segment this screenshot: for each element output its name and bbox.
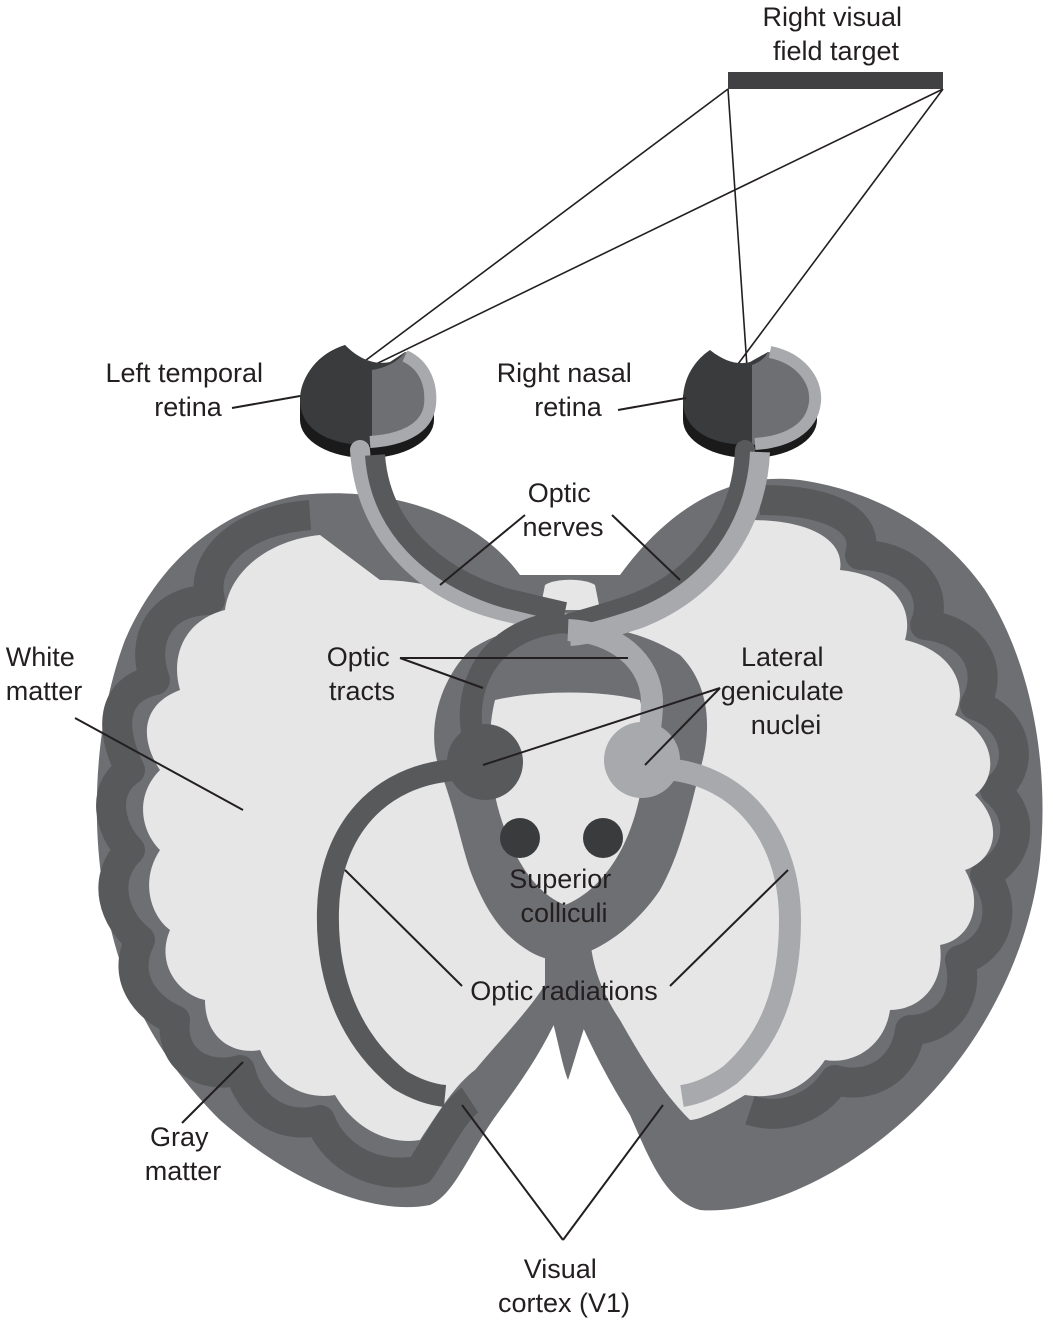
left-eye [300, 345, 437, 458]
label-right-nasal-retina: Right nasal retina [497, 358, 640, 422]
left-lgn [447, 724, 523, 800]
left-optic-radiation [316, 759, 456, 1107]
gray-matter-band-right [745, 485, 1031, 1129]
label-visual-cortex: Visual cortex (V1) [498, 1254, 630, 1318]
label-lateral-geniculate-nuclei: Lateral geniculate nuclei [721, 642, 852, 740]
right-lgn [604, 722, 680, 798]
label-target: Right visual field target [762, 2, 909, 66]
label-superior-colliculi: Superior colliculi [509, 864, 619, 928]
left-nerve-dark [365, 454, 568, 622]
gray-matter-band [96, 500, 480, 1188]
left-superior-colliculus [500, 818, 540, 858]
label-optic-nerves: Optic nerves [522, 478, 603, 542]
visual-field-target-bar [728, 72, 943, 89]
right-eye [683, 346, 822, 458]
optic-pathways [316, 440, 802, 1107]
brain-section [96, 478, 1043, 1211]
projection-lines [305, 88, 944, 441]
label-optic-radiations: Optic radiations [470, 976, 658, 1006]
right-optic-radiation [673, 759, 802, 1107]
interhemispheric-notch [545, 992, 595, 1080]
right-superior-colliculus [583, 818, 623, 858]
label-left-temporal-retina: Left temporal retina [105, 358, 270, 422]
label-optic-tracts: Optic tracts [327, 642, 398, 706]
label-white-matter: White matter [6, 642, 83, 706]
leader-lines [74, 395, 789, 1241]
right-nerve-dark [558, 440, 755, 634]
label-gray-matter: Gray matter [145, 1122, 222, 1186]
labels: Right visual field target Left temporal … [6, 2, 909, 1318]
